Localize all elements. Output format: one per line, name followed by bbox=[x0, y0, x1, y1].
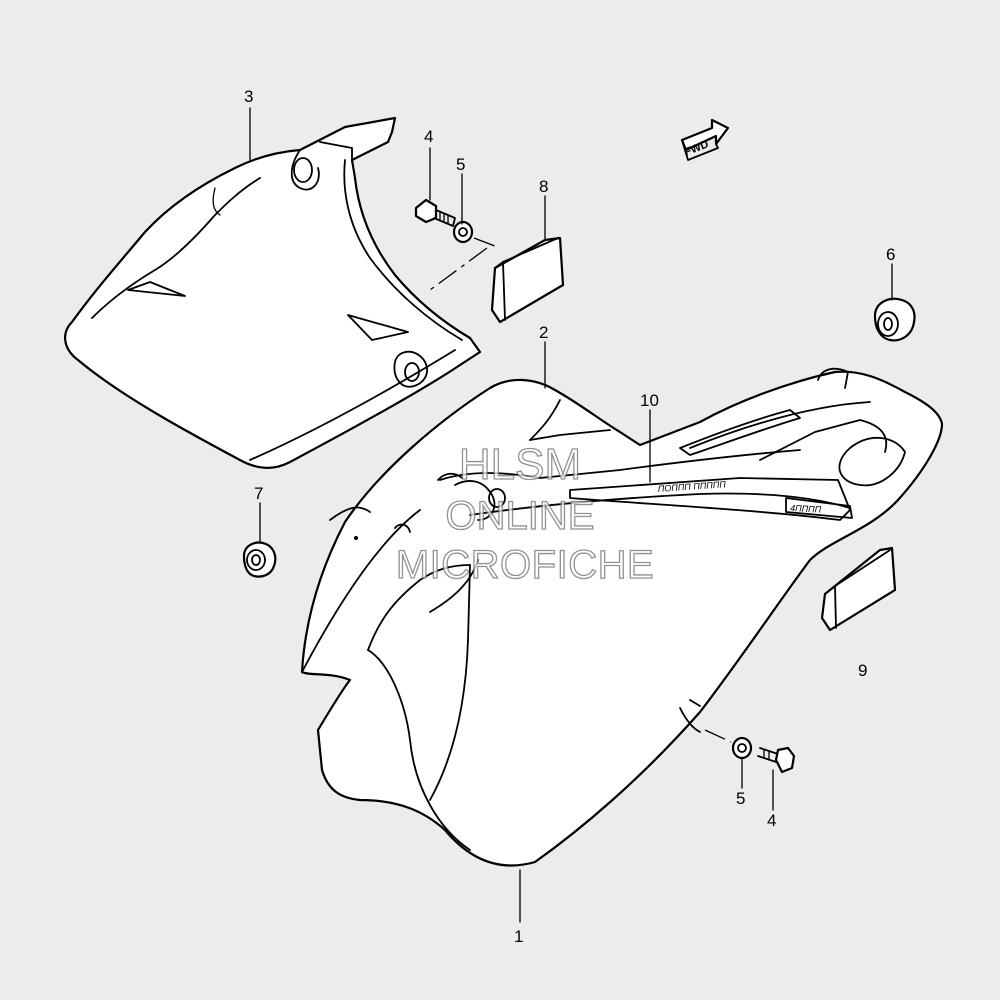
leader-bolt-lower bbox=[704, 729, 732, 743]
part-5-washer-upper bbox=[452, 220, 474, 244]
part-4-bolt-lower bbox=[757, 746, 796, 774]
callout-leaders bbox=[249, 107, 893, 923]
callout-1: 1 bbox=[514, 927, 523, 946]
part-5-washer-lower bbox=[731, 736, 753, 760]
part-9-pad bbox=[820, 546, 897, 632]
callout-7: 7 bbox=[254, 484, 263, 503]
callout-3: 3 bbox=[244, 87, 253, 106]
part-6-grommet bbox=[873, 297, 916, 342]
part-1-main-cover: 4ПППП ПОППП ППППП bbox=[300, 367, 944, 867]
callout-4-upper: 4 bbox=[424, 127, 433, 146]
leader-bolt-upper bbox=[429, 237, 496, 291]
callout-5-lower: 5 bbox=[736, 789, 745, 808]
callout-6: 6 bbox=[886, 245, 895, 264]
callout-4-lower: 4 bbox=[767, 811, 776, 830]
callout-2: 2 bbox=[539, 323, 548, 342]
callout-9: 9 bbox=[858, 661, 867, 680]
svg-text:ПОППП ППППП: ПОППП ППППП bbox=[657, 479, 726, 494]
callout-10: 10 bbox=[640, 391, 659, 410]
callout-5-upper: 5 bbox=[456, 155, 465, 174]
part-4-bolt-upper bbox=[414, 198, 456, 227]
part-3-side-cover bbox=[64, 116, 482, 469]
part-8-pad bbox=[490, 236, 565, 324]
svg-text:4ПППП: 4ПППП bbox=[790, 503, 822, 515]
fwd-arrow: FWD bbox=[680, 118, 730, 161]
part-7-grommet bbox=[242, 541, 277, 578]
callout-8: 8 bbox=[539, 177, 548, 196]
